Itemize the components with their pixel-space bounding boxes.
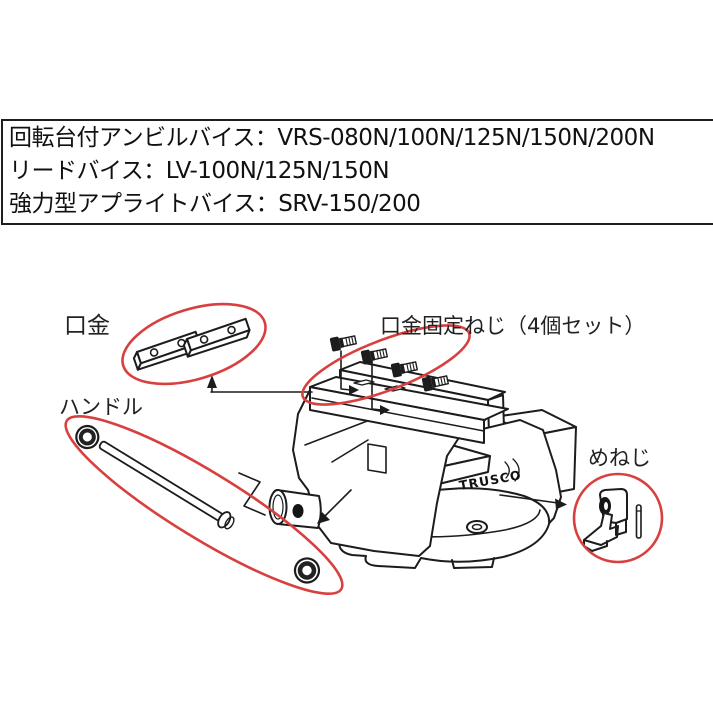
handle-knob-top xyxy=(75,424,100,450)
screws-highlight xyxy=(301,324,471,406)
model-line-lead-vise: リードバイス：LV-100N/125N/150N xyxy=(9,158,390,184)
label-handle: ハンドル xyxy=(59,395,143,419)
female-screw-part xyxy=(583,488,642,552)
handle-rod xyxy=(98,440,235,530)
handle-socket xyxy=(268,489,322,529)
highlight-group xyxy=(64,302,664,596)
screw-4 xyxy=(421,375,449,392)
handle-assembly xyxy=(75,424,321,584)
break-mark xyxy=(238,472,266,516)
label-female-screw: めねじ xyxy=(588,446,651,470)
model-info-box: 回転台付アンビルバイス：VRS-080N/100N/125N/150N/200N… xyxy=(1,119,713,225)
jaw-plate-right xyxy=(182,317,251,358)
screw-1 xyxy=(329,335,357,352)
line-art-group xyxy=(75,317,642,584)
handle-knob-bottom xyxy=(293,557,321,584)
label-jaw-screws: 口金固定ねじ（4個セット） xyxy=(380,314,646,338)
handle-highlight xyxy=(64,414,344,596)
female-screw-pin xyxy=(635,504,642,539)
socket-hole xyxy=(292,504,304,518)
jaw-plates-highlight xyxy=(121,302,267,386)
base-bolt-hole xyxy=(471,523,483,531)
screw-2 xyxy=(360,348,388,365)
fixing-screws xyxy=(329,335,449,392)
model-line-upright-vise: 強力型アプライトバイス：SRV-150/200 xyxy=(9,191,421,217)
screw-3 xyxy=(390,361,418,378)
female-screw-highlight xyxy=(572,472,664,564)
model-line-anvil-vise: 回転台付アンビルバイス：VRS-080N/100N/125N/150N/200N xyxy=(9,125,655,151)
label-jaw-plates: 口金 xyxy=(64,313,110,339)
